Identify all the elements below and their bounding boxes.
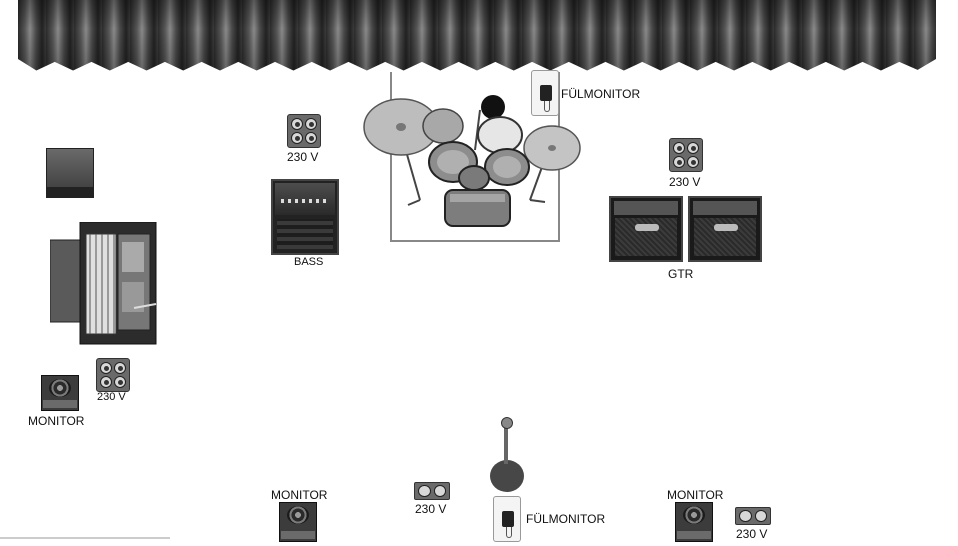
guitar-amp-right-icon xyxy=(688,196,762,262)
monitor-wedge-icon xyxy=(279,502,317,542)
bass-amp-icon xyxy=(271,179,339,255)
ear-monitor-front-label: FÜLMONITOR xyxy=(526,512,606,526)
power-outlet-icon xyxy=(735,507,771,525)
gtr-label: GTR xyxy=(668,267,694,281)
speaker-cube-icon xyxy=(46,148,94,198)
stage-curtain xyxy=(18,0,936,71)
drum-kit-icon xyxy=(363,95,581,227)
monitor-wedge-icon xyxy=(675,502,713,542)
microphone-icon xyxy=(501,417,513,429)
power-outlet-icon xyxy=(96,358,130,392)
ear-monitor-front-icon xyxy=(493,496,521,542)
power-label-front-center: 230 V xyxy=(415,502,447,516)
bass-label: BASS xyxy=(294,256,324,268)
stage-edge xyxy=(0,537,170,539)
power-label-right: 230 V xyxy=(669,175,701,189)
power-outlet-icon xyxy=(414,482,450,500)
power-outlet-icon xyxy=(287,114,321,148)
ear-monitor-top-icon xyxy=(531,70,559,116)
guitar-amp-left-icon xyxy=(609,196,683,262)
monitor-wedge-icon xyxy=(41,375,79,411)
monitor-front-left-label: MONITOR xyxy=(271,488,328,502)
monitor-keys-label: MONITOR xyxy=(28,414,85,428)
power-outlet-icon xyxy=(669,138,703,172)
ear-monitor-top-label: FÜLMONITOR xyxy=(561,87,641,101)
power-label-front-right: 230 V xyxy=(736,527,768,541)
mic-base-icon xyxy=(490,460,524,492)
power-label-keys: 230 V xyxy=(97,391,126,403)
mic-stand-icon xyxy=(504,418,508,464)
power-label-left: 230 V xyxy=(287,150,319,164)
keyboard-rig-icon xyxy=(50,222,157,345)
monitor-front-right-label: MONITOR xyxy=(667,488,724,502)
